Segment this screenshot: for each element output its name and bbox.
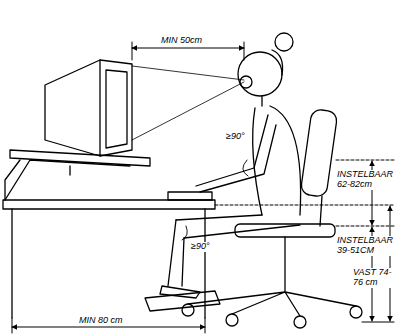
seated-person	[160, 33, 301, 298]
desk	[3, 192, 215, 318]
angle-arc	[243, 160, 248, 176]
angle-label: ≥90°	[190, 242, 211, 252]
dimension-label: INSTELBAAR 39-51CM	[336, 236, 398, 256]
dimension-label: VAST 74-76 cm	[352, 268, 398, 288]
angle-label: ≥90°	[225, 132, 246, 142]
office-chair	[182, 109, 362, 328]
sight-line	[132, 66, 244, 140]
monitor	[5, 60, 150, 200]
angle-arc	[182, 226, 187, 240]
dimension-label: MIN 80 cm	[78, 316, 124, 326]
dimension-label: MIN 50cm	[160, 36, 203, 46]
dimension-label: INSTELBAAR 62-82cm	[336, 170, 398, 190]
